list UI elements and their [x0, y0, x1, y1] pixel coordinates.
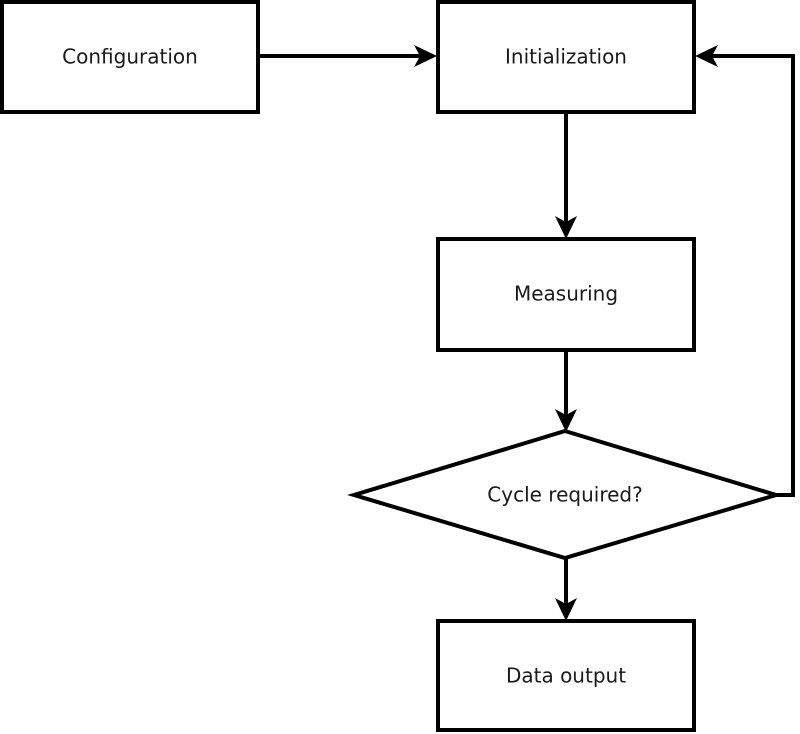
- node-configuration[interactable]: Configuration: [0, 0, 260, 114]
- node-label: Configuration: [62, 45, 198, 69]
- node-measuring[interactable]: Measuring: [436, 237, 696, 352]
- node-label: Cycle required?: [487, 483, 642, 507]
- node-data-output[interactable]: Data output: [436, 619, 696, 732]
- node-rectangle: [0, 0, 260, 114]
- arrowhead-icon: [695, 45, 718, 67]
- node-label: Data output: [506, 664, 626, 688]
- edge-initialization-to-measuring: [555, 112, 577, 239]
- arrowhead-icon: [414, 45, 437, 67]
- edge-measuring-to-cycle-required: [555, 350, 577, 432]
- node-diamond: [347, 428, 783, 561]
- node-rectangle: [436, 619, 696, 732]
- edge-line: [711, 54, 795, 497]
- arrowhead-icon: [555, 409, 577, 432]
- edge-cycle-required-to-initialization-feedback: [695, 45, 795, 497]
- node-label: Measuring: [514, 282, 618, 306]
- node-label: Initialization: [505, 45, 627, 69]
- edge-configuration-to-initialization: [258, 45, 437, 67]
- arrowhead-icon: [555, 216, 577, 239]
- node-initialization[interactable]: Initialization: [436, 0, 696, 114]
- node-cycle-required[interactable]: Cycle required?: [347, 428, 783, 561]
- edge-cycle-required-to-data-output: [555, 557, 577, 621]
- node-rectangle: [436, 0, 696, 114]
- node-rectangle: [436, 237, 696, 352]
- arrowhead-icon: [555, 598, 577, 621]
